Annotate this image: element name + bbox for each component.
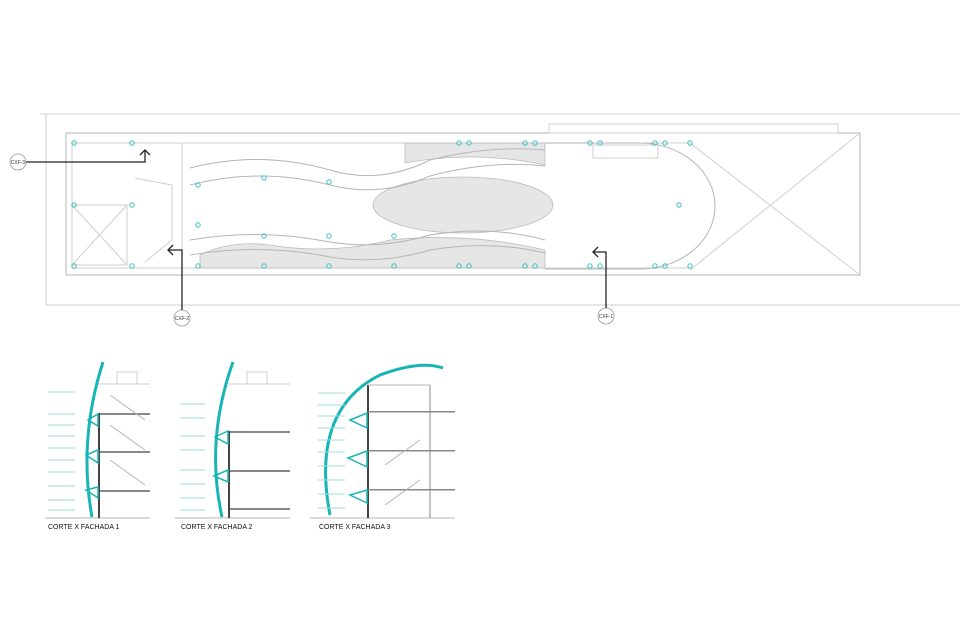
column-marker — [195, 263, 201, 269]
section-marker-cxf1[interactable]: CXF-1 — [592, 246, 615, 325]
column-marker — [129, 202, 135, 208]
column-marker — [652, 263, 658, 269]
section-caption: CORTE X FACHADA 3 — [319, 524, 391, 531]
arrow-up-icon — [139, 149, 151, 156]
column-marker — [195, 182, 201, 188]
column-marker — [652, 140, 658, 146]
section-marker-label: CXF-3 — [11, 160, 26, 166]
column-marker — [261, 233, 267, 239]
arrow-left-icon — [592, 246, 599, 258]
floor-plan: CXF-3 CXF-2 CXF-1 — [9, 113, 960, 327]
column-marker — [195, 222, 201, 228]
section-marker-cxf3[interactable]: CXF-3 — [9, 149, 151, 171]
column-marker — [532, 140, 538, 146]
column-marker — [391, 263, 397, 269]
column-marker — [587, 140, 593, 146]
column-marker — [662, 140, 668, 146]
central-oval-void — [372, 176, 554, 234]
column-marker — [597, 263, 603, 269]
section-marker-label: CXF-2 — [175, 316, 190, 322]
column-marker — [456, 140, 462, 146]
column-markers — [71, 140, 693, 269]
arrow-left-icon — [167, 244, 174, 256]
section-marker-cxf2[interactable]: CXF-2 — [167, 244, 191, 327]
section-marker-label: CXF-1 — [599, 314, 614, 320]
section-fachada-1: CORTE X FACHADA 1 — [45, 361, 150, 531]
column-marker — [129, 263, 135, 269]
column-marker — [129, 140, 135, 146]
column-marker — [662, 263, 668, 269]
column-marker — [261, 175, 267, 181]
column-marker — [326, 233, 332, 239]
column-marker — [71, 202, 77, 208]
column-marker — [261, 263, 267, 269]
column-marker — [687, 263, 693, 269]
column-marker — [466, 263, 472, 269]
column-marker — [456, 263, 462, 269]
section-fachada-2: CORTE X FACHADA 2 — [175, 361, 290, 531]
section-fachada-3: CORTE X FACHADA 3 — [310, 363, 455, 531]
building-outline — [65, 132, 861, 276]
column-marker — [597, 140, 603, 146]
section-caption: CORTE X FACHADA 2 — [181, 524, 253, 531]
column-marker — [522, 263, 528, 269]
column-marker — [522, 140, 528, 146]
upper-annex — [548, 123, 839, 134]
column-marker — [466, 140, 472, 146]
column-marker — [71, 263, 77, 269]
column-marker — [587, 263, 593, 269]
column-marker — [532, 263, 538, 269]
column-marker — [326, 179, 332, 185]
column-marker — [676, 202, 682, 208]
column-marker — [391, 233, 397, 239]
column-marker — [687, 140, 693, 146]
column-marker — [326, 263, 332, 269]
section-caption: CORTE X FACHADA 1 — [48, 524, 120, 531]
column-marker — [71, 140, 77, 146]
